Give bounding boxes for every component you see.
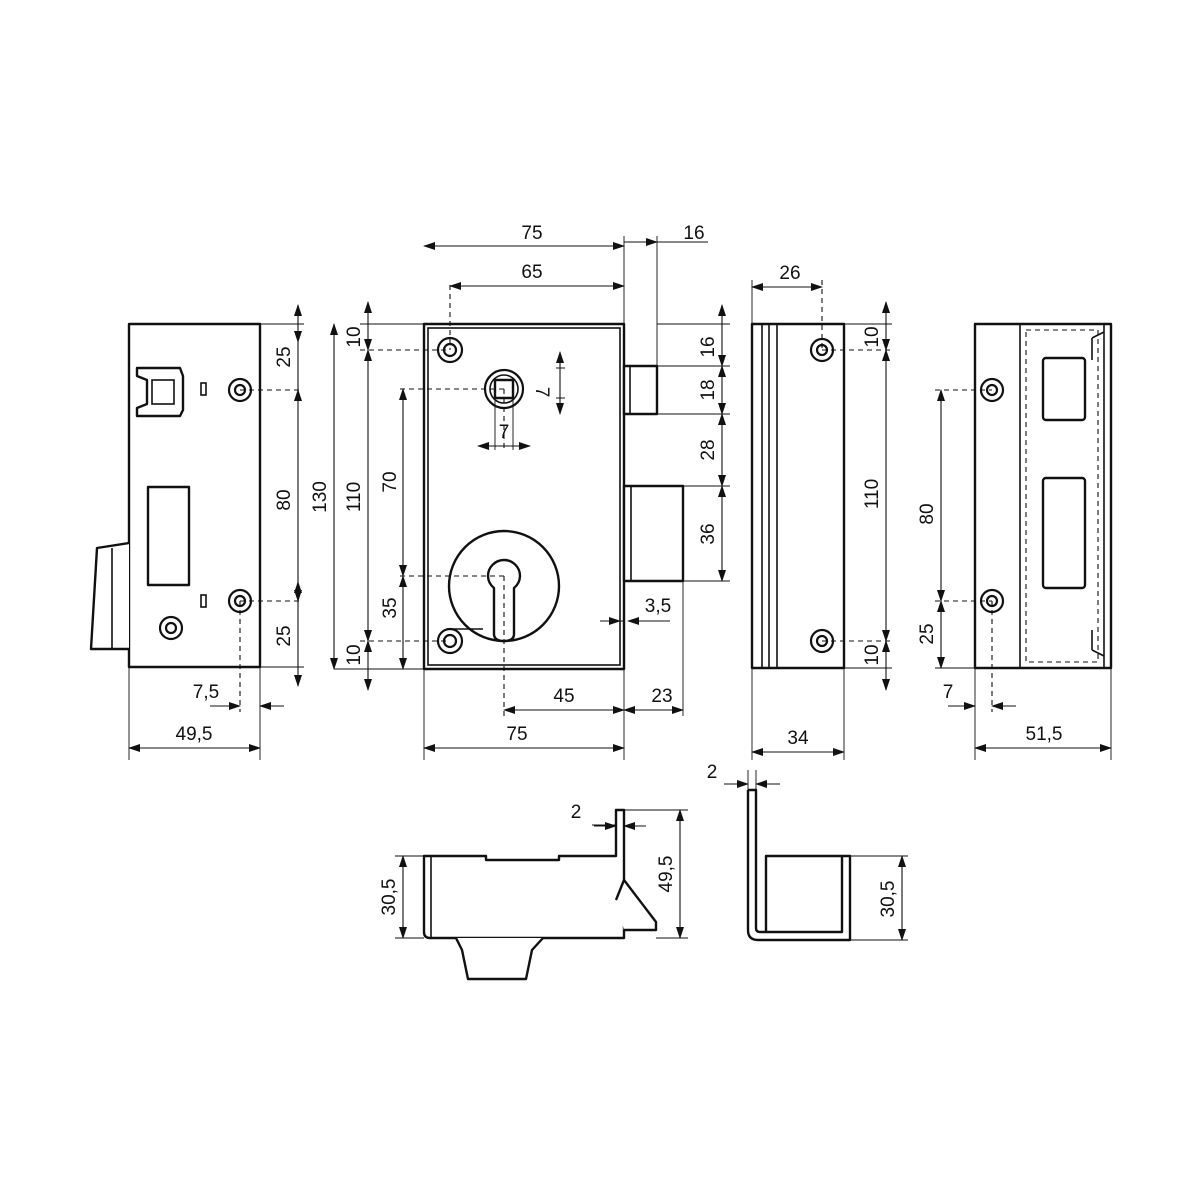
dim-7-square-vertical: 7 bbox=[531, 387, 552, 398]
side-view-labels: 26 10 110 10 34 bbox=[779, 263, 883, 749]
small-slot-top bbox=[200, 382, 207, 396]
keeper-side-body bbox=[750, 322, 846, 670]
left-view bbox=[89, 304, 304, 760]
dim-49-5: 49,5 bbox=[176, 724, 213, 745]
deadbolt-small bbox=[622, 364, 659, 416]
keeper-window-top bbox=[1041, 356, 1087, 422]
front-view-labels: 75 16 65 130 10 110 10 70 35 7 7 16 18 2… bbox=[310, 223, 719, 745]
dim-10-side-top: 10 bbox=[862, 326, 883, 347]
bolt-window bbox=[146, 485, 191, 587]
case-inner-border bbox=[427, 327, 621, 666]
dim-25-top: 25 bbox=[274, 346, 295, 367]
dim-49-5-bottom: 49,5 bbox=[656, 856, 677, 893]
dim-34: 34 bbox=[787, 728, 809, 749]
dim-80-keeper: 80 bbox=[917, 503, 938, 524]
dim-25-keeper: 25 bbox=[917, 623, 938, 644]
dim-16-right: 16 bbox=[698, 336, 719, 357]
dim-3-5: 3,5 bbox=[645, 596, 671, 617]
dim-75-top: 75 bbox=[521, 223, 542, 244]
bolt-lug bbox=[614, 878, 658, 932]
side-view bbox=[750, 280, 892, 760]
bottom-right-labels: 2 30,5 bbox=[707, 762, 899, 917]
keeper-view bbox=[935, 322, 1113, 760]
screw-hole-bottom-inner bbox=[164, 621, 178, 635]
small-slot-bottom bbox=[200, 594, 207, 608]
keeper-hidden-outline bbox=[1025, 329, 1099, 663]
dim-35: 35 bbox=[380, 597, 401, 618]
dim-75-bottom: 75 bbox=[506, 724, 527, 745]
dim-80: 80 bbox=[274, 489, 295, 510]
dim-70: 70 bbox=[380, 471, 401, 492]
keeper-top-profile bbox=[746, 788, 852, 942]
dim-2-right: 2 bbox=[707, 762, 718, 783]
dim-7-square-horizontal: 7 bbox=[499, 422, 510, 443]
front-view bbox=[330, 236, 730, 760]
dim-30-5-left: 30,5 bbox=[379, 879, 400, 916]
dim-130: 130 bbox=[310, 481, 331, 513]
dim-7-5: 7,5 bbox=[193, 682, 219, 703]
dim-28: 28 bbox=[698, 439, 719, 460]
lock-top-profile bbox=[422, 808, 626, 940]
dim-36: 36 bbox=[698, 523, 719, 544]
keeper-window-bottom bbox=[1041, 476, 1087, 590]
dim-10-side-bottom: 10 bbox=[862, 644, 883, 665]
dim-110-side: 110 bbox=[862, 479, 883, 509]
bottom-left-labels: 30,5 49,5 2 bbox=[379, 802, 677, 915]
bottom-right-view bbox=[724, 770, 908, 942]
dim-26: 26 bbox=[779, 263, 800, 284]
dim-110: 110 bbox=[344, 482, 365, 512]
latch-bolt-stub bbox=[89, 541, 130, 651]
dim-10-bottom: 10 bbox=[344, 644, 365, 665]
bottom-left-view bbox=[395, 808, 688, 981]
keyhole-profile bbox=[486, 558, 522, 643]
dim-2-left: 2 bbox=[571, 802, 582, 823]
dim-16-bolt: 16 bbox=[683, 223, 704, 244]
dim-45: 45 bbox=[553, 686, 574, 707]
latch-tongue bbox=[454, 937, 544, 981]
dim-25-bottom: 25 bbox=[274, 625, 295, 646]
dim-10-top: 10 bbox=[344, 326, 365, 347]
keeper-view-labels: 80 25 7 51,5 bbox=[917, 503, 1062, 745]
dim-65: 65 bbox=[521, 262, 542, 283]
dim-51-5: 51,5 bbox=[1026, 724, 1063, 745]
left-view-labels: 25 80 25 7,5 49,5 bbox=[176, 346, 295, 745]
dim-30-5-right: 30,5 bbox=[878, 881, 899, 918]
dim-23: 23 bbox=[651, 686, 672, 707]
dim-18: 18 bbox=[698, 379, 719, 400]
dim-7-keeper: 7 bbox=[943, 682, 954, 703]
deadbolt-large bbox=[622, 484, 685, 583]
slot-inner bbox=[151, 379, 175, 405]
